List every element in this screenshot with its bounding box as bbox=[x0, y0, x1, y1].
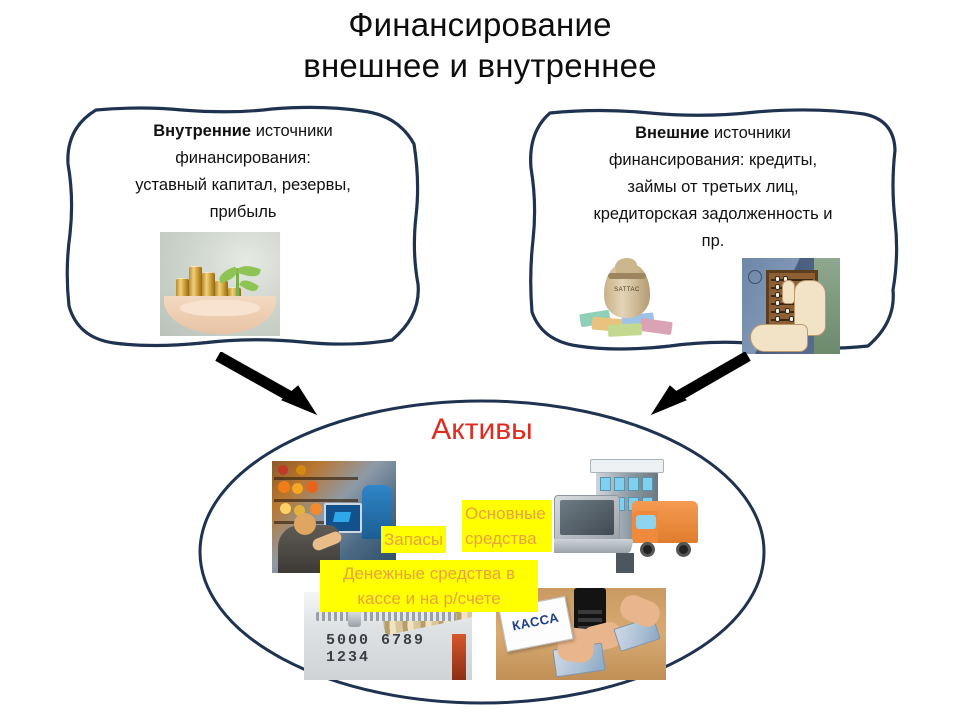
label-fixed-assets: Основные средства bbox=[462, 500, 552, 552]
assets-title: Активы bbox=[431, 413, 533, 446]
assets-ellipse-border bbox=[198, 399, 766, 705]
warehouse-inventory-photo bbox=[272, 461, 396, 573]
arrow-external-to-assets bbox=[650, 352, 751, 416]
building-laptop-truck-clipart bbox=[554, 455, 704, 573]
abacus-hands-clipart bbox=[742, 258, 840, 354]
label-inventory: Запасы bbox=[381, 526, 447, 553]
external-line-5: пр. bbox=[701, 232, 725, 250]
external-heading: Внешние bbox=[635, 124, 710, 142]
arrow-internal-to-assets bbox=[215, 352, 318, 416]
external-line-1: Внешние источники bbox=[534, 120, 892, 147]
external-line-1-rest: источники bbox=[709, 124, 791, 142]
money-bag-clipart: SATTAC bbox=[578, 256, 676, 340]
money-bag-label: SATTAC bbox=[614, 287, 640, 293]
label-cash: Денежные средства в кассе и на р/счете bbox=[320, 560, 538, 612]
internal-heading: Внутренние bbox=[153, 122, 252, 140]
internal-line-3: уставный капитал, резервы, bbox=[135, 176, 351, 194]
page-title-line-2: внешнее и внутреннее bbox=[303, 47, 657, 84]
page-title: Финансирование внешнее и внутреннее bbox=[0, 4, 960, 86]
page-title-line-1: Финансирование bbox=[348, 6, 612, 43]
internal-line-2: финансирования: bbox=[175, 149, 311, 167]
internal-line-1-rest: источники bbox=[251, 122, 333, 140]
external-line-4: кредиторская задолженность и bbox=[593, 205, 833, 223]
external-line-2: финансирования: кредиты, bbox=[608, 151, 818, 169]
credit-card-number: 5000 6789 1234 bbox=[326, 632, 426, 666]
external-sources-text: Внешние источники финансирования: кредит… bbox=[534, 120, 892, 255]
assets-ellipse bbox=[196, 396, 768, 708]
external-line-3: займы от третьих лиц, bbox=[627, 178, 799, 196]
internal-line-1: Внутренние источники bbox=[72, 118, 414, 145]
button-badge-icon bbox=[748, 270, 762, 284]
internal-sources-text: Внутренние источники финансирования: уст… bbox=[72, 118, 414, 226]
coins-in-hands-photo bbox=[160, 232, 280, 336]
internal-line-4: прибыль bbox=[209, 203, 277, 221]
